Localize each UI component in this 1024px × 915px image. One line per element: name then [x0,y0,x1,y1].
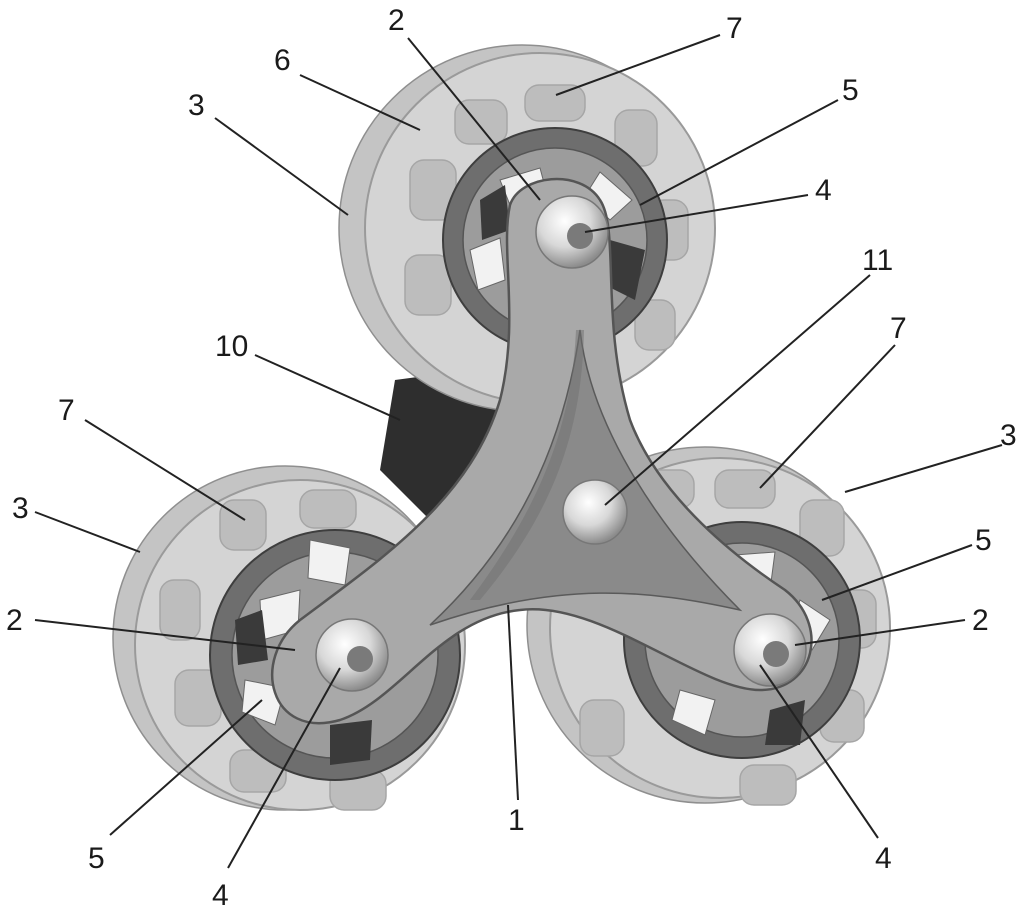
label-right-2: 2 [972,604,989,637]
label-top-3: 3 [188,89,205,122]
label-top-2: 2 [388,4,405,37]
label-top-7: 7 [726,12,743,45]
label-right-5: 5 [975,524,992,557]
top-axle-hub [535,195,609,269]
left-axle-hub [315,618,389,692]
label-bottom-left-4: 4 [212,879,229,912]
label-bottom-left-5: 5 [88,842,105,875]
right-axle-hub [733,613,807,687]
tri-star-frame [271,177,813,725]
center-pivot-hub [562,479,628,545]
label-left-7: 7 [58,394,75,427]
label-mid-10: 10 [215,330,248,363]
label-bottom-1: 1 [508,804,525,837]
label-right-7: 7 [890,312,907,345]
label-top-6: 6 [274,44,291,77]
leader-lines [34,34,1003,869]
label-left-3: 3 [12,492,29,525]
part-labels: 2 7 6 5 3 4 11 10 7 7 3 3 5 2 2 1 5 4 4 [6,4,1017,912]
label-top-5: 5 [842,74,859,107]
label-top-4: 4 [815,174,832,207]
label-mid-11: 11 [862,244,893,277]
label-left-2: 2 [6,604,23,637]
label-right-3: 3 [1000,419,1017,452]
label-bottom-right-4: 4 [875,842,892,875]
